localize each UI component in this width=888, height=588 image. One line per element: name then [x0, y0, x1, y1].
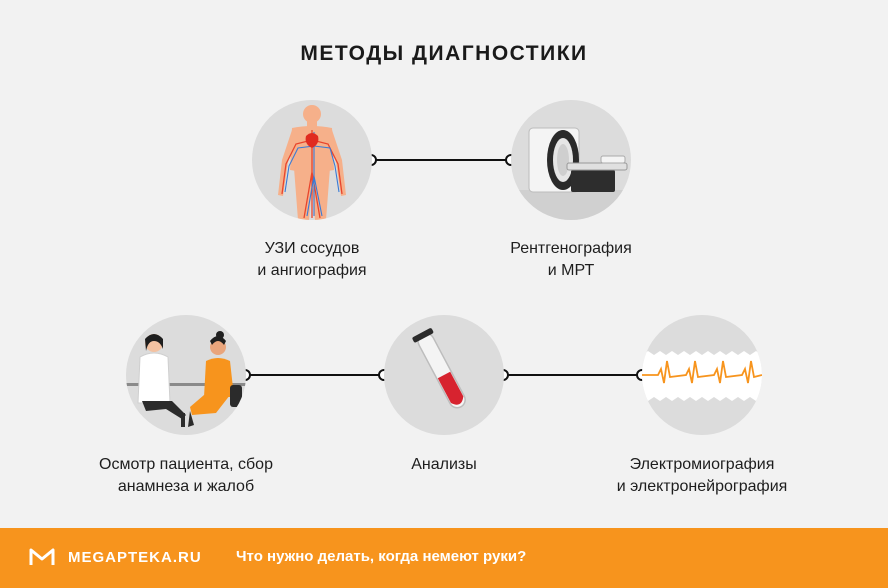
mri-scanner-icon — [511, 127, 631, 220]
method-label-exam: Осмотр пациента, сбор анамнеза и жалоб — [99, 456, 273, 495]
method-label-mri: Рентгенография и МРТ — [510, 240, 632, 279]
method-exam-circle — [126, 315, 246, 435]
method-analysis-circle — [384, 315, 504, 435]
brand-name[interactable]: MEGAPTEKA.RU — [68, 549, 202, 566]
megapteka-logo-icon — [29, 548, 55, 565]
connector-lines — [239, 154, 648, 381]
method-label-emg: Электромиография и электронейрография — [616, 456, 788, 495]
method-label-analysis: Анализы — [411, 456, 477, 473]
method-label-uzi: УЗИ сосудов и ангиография — [257, 240, 367, 279]
method-mri-circle — [511, 100, 631, 220]
method-emg-circle — [642, 315, 762, 435]
page-title: МЕТОДЫ ДИАГНОСТИКИ — [300, 42, 588, 65]
doctor-patient-icon — [126, 331, 246, 427]
test-tube-icon — [412, 328, 466, 409]
emg-wave-icon — [642, 351, 762, 401]
article-title: Что нужно делать, когда немеют руки? — [236, 548, 527, 565]
footer-bar: MEGAPTEKA.RU Что нужно делать, когда нем… — [0, 528, 888, 588]
body-vessels-icon — [278, 105, 346, 220]
method-uzi-circle — [252, 100, 372, 220]
